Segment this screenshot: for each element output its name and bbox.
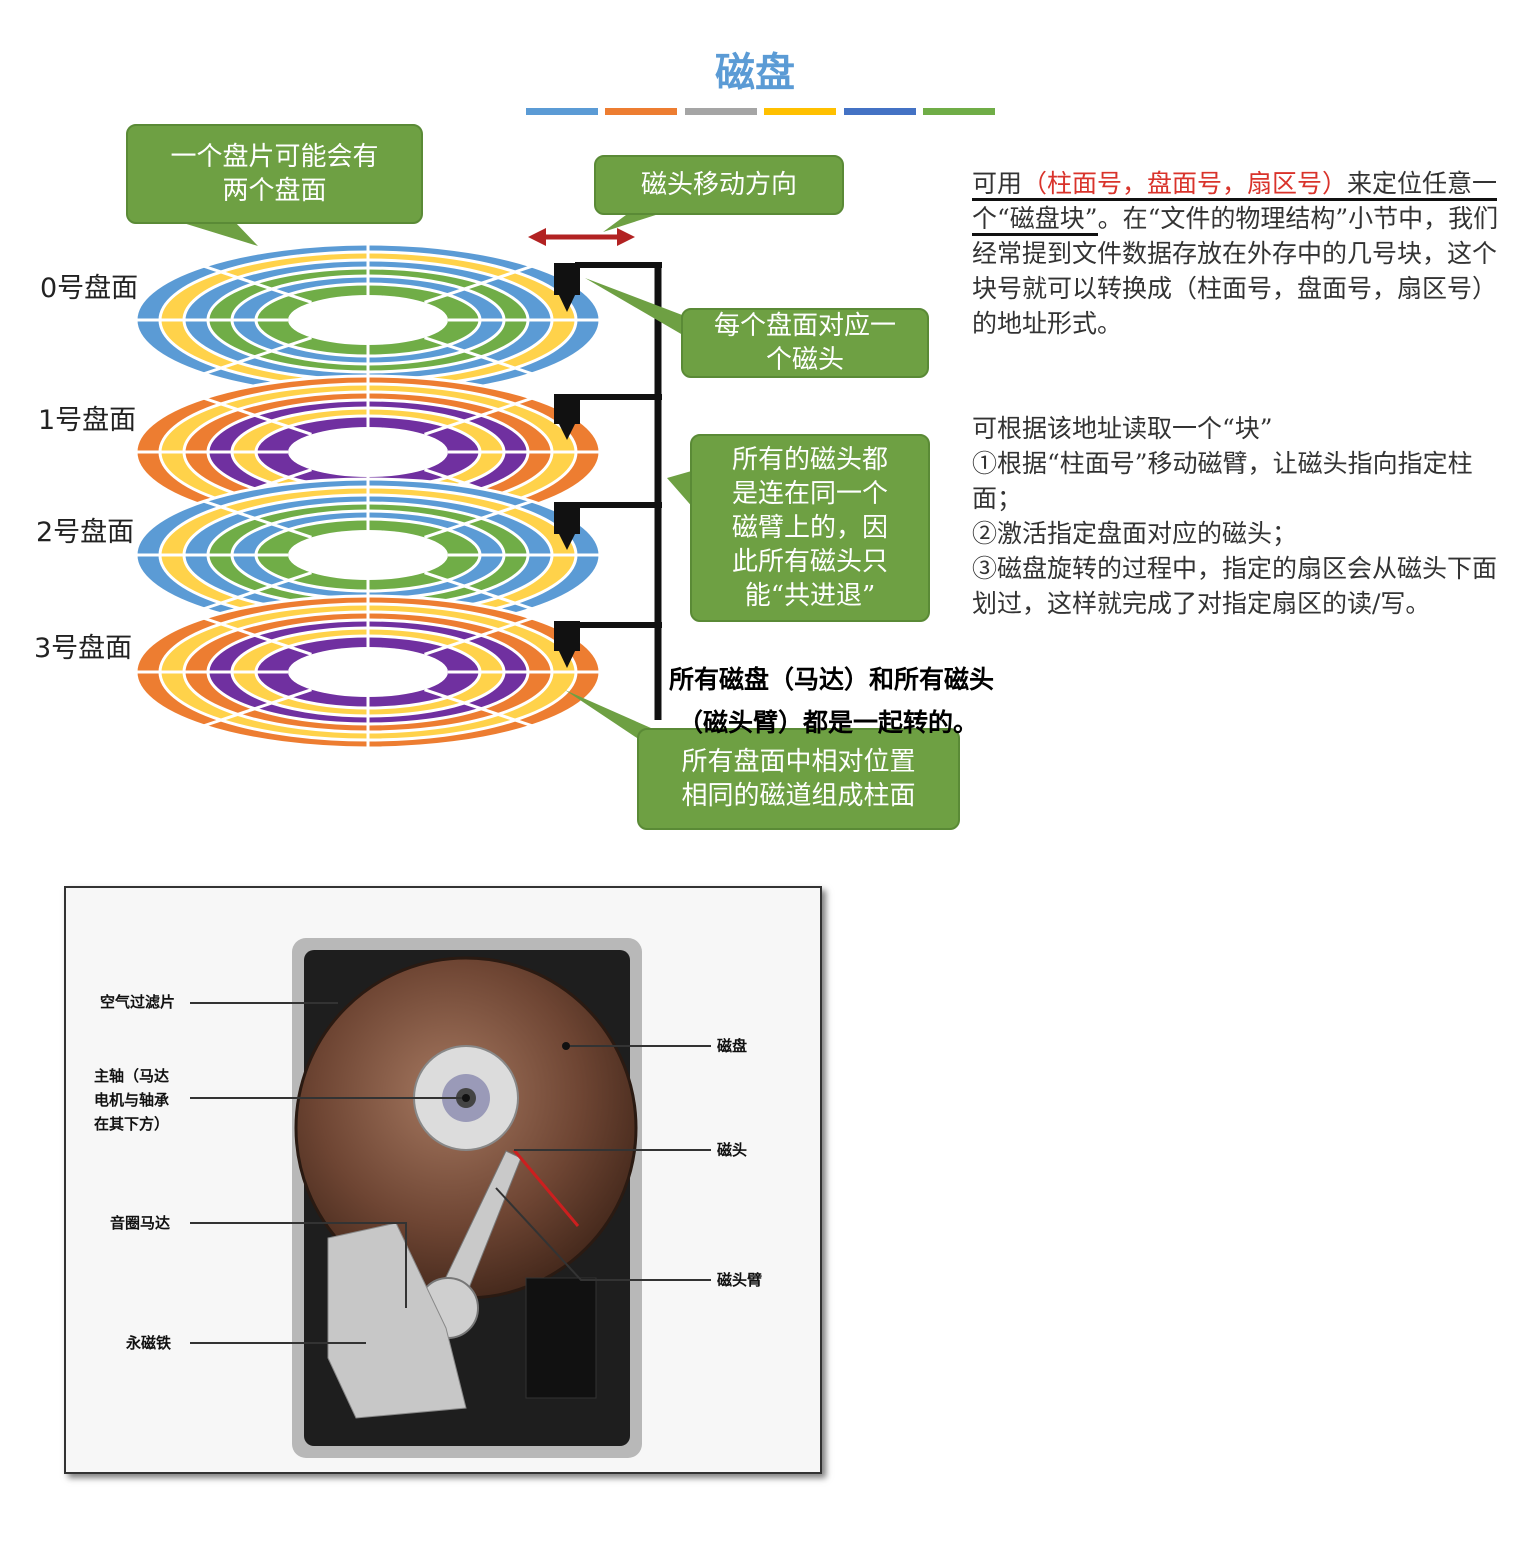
head-0 [554,263,580,312]
platter-3-sector-line-5 [203,616,312,656]
explanation-p1-a: 可用 [972,169,1023,201]
platter-2-sector-line-5 [203,499,312,539]
callout-tail-head-direction [603,212,665,232]
explanation-step-2: ②激活指定盘面对应的磁头； [972,519,1298,548]
platter-0-center-hole [288,295,448,345]
platter-3-sector-line-7 [424,616,533,656]
explanation-step-3: ③磁盘旋转的过程中，指定的扇区会从磁头下面划过，这样就完成了对指定扇区的读/写。 [972,554,1498,618]
platter-0 [134,242,602,398]
head-2 [554,502,580,550]
explanation-p2-line1: 可根据该地址读取一个“块” [972,414,1273,443]
leader-voice-coil [190,1222,407,1308]
platter-3 [134,594,602,750]
platter-2-sector-line-7 [424,499,533,539]
hdd-label-spindle: 主轴（马达 电机与轴承 在其下方） [94,1067,170,1133]
platter-3-sector-line-3 [203,688,312,728]
head-3 [554,621,580,668]
platter-stack [134,242,602,750]
platter-0-sector-line-3 [203,336,312,376]
platter-0-sector-line-7 [424,264,533,304]
callout-same-arm: 所有的磁头都 是连在同一个 磁臂上的，因 此所有磁头只 能“共进退” [690,434,930,622]
platter-3-sector-line-1 [424,688,533,728]
callout-tail-cylinder [565,690,660,740]
callout-head-direction: 磁头移动方向 [594,155,844,215]
hdd-label-air-filter: 空气过滤片 [100,993,176,1011]
rotation-note-line2: （磁头臂）都是一起转的。 [678,708,979,737]
disk-stack-diagram [134,212,700,750]
surface-label-3: 3号盘面 [34,633,133,664]
explanation-p1-d: 。在“文件的物理结构”小节中，我们经常提到文件数据存放在外存中的几号块，这个块号… [972,204,1499,338]
explanation-p1-c: 位任意一个“磁盘块” [972,169,1498,236]
platter-2 [134,477,602,633]
explanation-p1-highlight: （柱面号，盘面号，扇区号） [1022,169,1348,201]
head-direction-arrow [528,228,635,246]
callout-tail-same-arm [667,470,695,510]
platter-1-center-hole [288,427,448,477]
platter-0-sector-line-5 [203,264,312,304]
rotation-note-line1: 所有磁盘（马达）和所有磁头 [669,665,995,694]
hdd-label-head: 磁头 [717,1141,748,1159]
head-1 [554,394,580,440]
callout-two-sides: 一个盘片可能会有 两个盘面 [126,124,423,224]
explanation-step-1: ①根据“柱面号”移动磁臂，让磁头指向指定柱面； [972,449,1473,513]
callout-cylinder: 所有盘面中相对位置 相同的磁道组成柱面 [637,728,960,830]
surface-label-0: 0号盘面 [40,273,139,304]
title-bar-blue [526,108,598,115]
hdd-label-platter: 磁盘 [717,1037,748,1055]
surface-label-1: 1号盘面 [38,405,137,436]
callout-tail-two-sides [180,222,258,246]
title-bar-green [923,108,995,115]
surface-label-2: 2号盘面 [36,517,135,548]
leader-arm [495,1187,711,1281]
hdd-illustration [190,938,711,1458]
hdd-label-magnet: 永磁铁 [126,1334,172,1352]
title-bar-yellow [764,108,836,115]
hdd-label-voice-coil: 音圈马达 [110,1214,171,1232]
page-title: 磁盘 [715,50,795,96]
platter-3-center-hole [288,647,448,697]
platter-1-sector-line-7 [424,396,533,436]
head-arm-assembly [554,262,662,720]
callout-one-head: 每个盘面对应一 个磁头 [681,308,929,378]
hdd-photo-frame: 空气过滤片 主轴（马达 电机与轴承 在其下方） 音圈马达 永磁铁 磁盘 磁头 磁… [64,886,822,1474]
platter-2-center-hole [288,530,448,580]
explanation-p1-b: 来定 [1347,169,1398,201]
platter-0-sector-line-1 [424,336,533,376]
hdd-radius-marker [512,1149,580,1227]
explanation-paragraph-1: 可用（柱面号，盘面号，扇区号）来定位任意一个“磁盘块”。在“文件的物理结构”小节… [972,166,1512,341]
platter-2-sector-line-1 [424,571,533,611]
explanation-paragraph-2: 可根据该地址读取一个“块” ①根据“柱面号”移动磁臂，让磁头指向指定柱面； ②激… [972,411,1512,621]
title-bar-gray [685,108,757,115]
title-bar-darkblue [844,108,916,115]
callout-tail-one-head [585,278,700,345]
title-bar-orange [605,108,677,115]
platter-2-sector-line-3 [203,571,312,611]
hdd-connector [525,1277,597,1399]
platter-1-sector-line-5 [203,396,312,436]
hdd-label-arm: 磁头臂 [717,1271,763,1289]
